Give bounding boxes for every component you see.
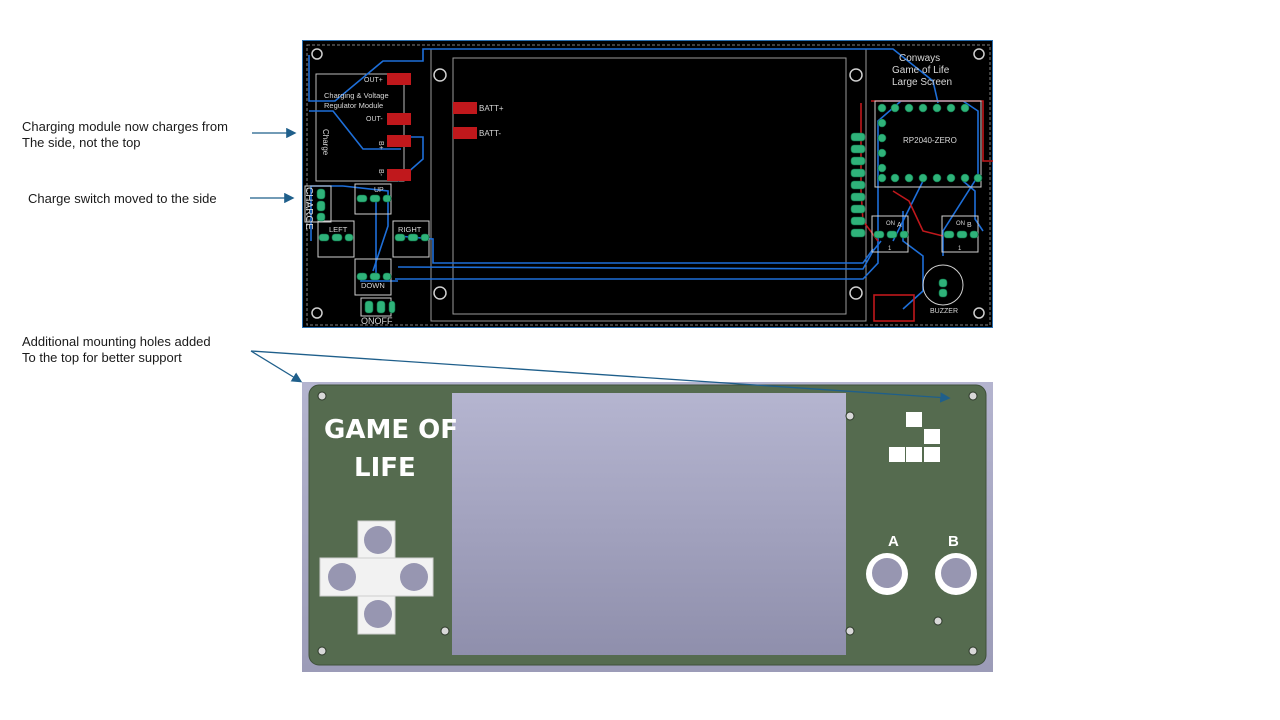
pcb-traces xyxy=(308,48,984,310)
button-b-label: B xyxy=(948,533,959,550)
label-b-minus: B- xyxy=(377,169,384,177)
label-left: LEFT xyxy=(329,225,348,234)
note-charging-line2: The side, not the top xyxy=(22,135,141,150)
glider-icon xyxy=(889,412,940,462)
label-one-b: 1 xyxy=(958,246,962,252)
dpad-down-button xyxy=(364,600,392,628)
label-on-b: ON xyxy=(956,221,965,227)
charging-module-outline xyxy=(315,73,405,182)
module-label-line2: Regulator Module xyxy=(324,101,383,110)
pcb-title-block: Conways Game of Life Large Screen xyxy=(892,53,952,88)
logo-line1: GAME OF xyxy=(324,415,458,445)
module-label-line1: Charging & Voltage xyxy=(324,91,389,100)
label-a: A xyxy=(897,222,902,229)
right-connector xyxy=(850,132,866,238)
note-charge-switch: Charge switch moved to the side xyxy=(28,191,217,206)
note-mounting-line2: To the top for better support xyxy=(22,350,182,365)
dpad-left-button xyxy=(328,563,356,591)
panel-holes xyxy=(317,391,978,656)
front-panel-render: GAME OF LIFE A B xyxy=(302,382,993,672)
label-batt-minus: BATT- xyxy=(479,129,501,138)
label-out-plus: OUT+ xyxy=(364,77,383,84)
dpad[interactable] xyxy=(319,520,434,635)
label-charge: CHARGE xyxy=(303,187,314,230)
mounting-holes xyxy=(311,48,985,319)
pcb-layout-view: Conways Game of Life Large Screen Chargi… xyxy=(302,40,993,328)
screen-surface xyxy=(452,393,846,655)
pcb-drawing: Conways Game of Life Large Screen Chargi… xyxy=(303,44,993,326)
label-b: B xyxy=(967,222,972,229)
logo-line2: LIFE xyxy=(354,453,416,483)
dpad-right-button xyxy=(400,563,428,591)
label-right: RIGHT xyxy=(398,225,422,234)
label-down: DOWN xyxy=(361,281,385,290)
note-mounting-line1: Additional mounting holes added xyxy=(22,334,211,349)
dpad-up-button xyxy=(364,526,392,554)
rp2040-outline xyxy=(874,100,982,188)
pcb-title-line1: Conways xyxy=(899,53,940,64)
button-a-label: A xyxy=(888,533,899,550)
label-up: UP xyxy=(374,187,384,194)
label-one-a: 1 xyxy=(888,246,892,252)
arrow-mounting-right xyxy=(250,350,951,403)
note-charging-line1: Charging module now charges from xyxy=(22,119,228,134)
button-a-cap xyxy=(872,558,902,588)
front-panel-drawing: GAME OF LIFE A B xyxy=(308,384,987,666)
label-batt-plus: BATT+ xyxy=(479,104,504,113)
label-rp2040: RP2040-ZERO xyxy=(903,136,957,145)
label-on-a: ON xyxy=(886,221,895,227)
display-active-area xyxy=(452,57,847,315)
pcb-title-line2: Game of Life xyxy=(892,65,950,76)
label-charge-rotated: Charge xyxy=(321,129,330,156)
board-outline xyxy=(306,44,991,326)
label-buzzer: BUZZER xyxy=(930,308,958,315)
note-charging-module: Charging module now charges from The sid… xyxy=(22,119,228,151)
red-pads xyxy=(387,73,477,181)
label-onoff: ONOFF xyxy=(361,316,393,326)
pcb-title-line3: Large Screen xyxy=(892,77,952,88)
button-b-cap xyxy=(941,558,971,588)
arrow-mounting-left xyxy=(250,350,303,383)
note-mounting-holes: Additional mounting holes added To the t… xyxy=(22,334,211,366)
label-b-plus: B+ xyxy=(377,141,384,150)
switch-pads xyxy=(316,188,979,314)
rp2040-pins xyxy=(877,103,983,183)
label-out-minus: OUT- xyxy=(366,116,383,123)
